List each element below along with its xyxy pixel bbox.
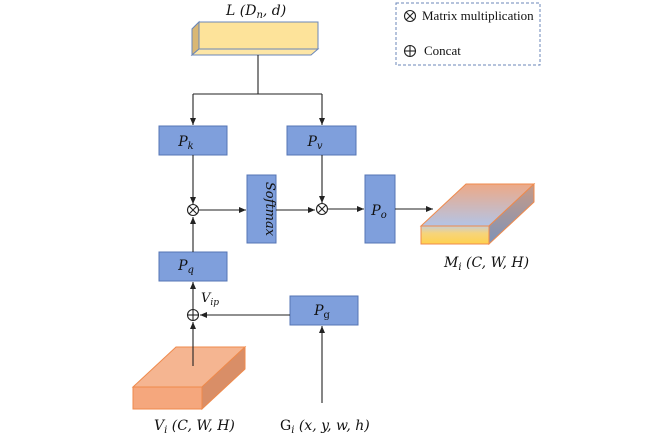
block-po: Po [364,174,396,244]
svg-text:Pk: Pk [177,134,193,152]
input-L-label: L (Dn, d) [225,3,286,21]
matrix-multiplication-icon [403,9,417,23]
svg-text:Pv: Pv [306,134,322,152]
legend-label-concat: Concat [424,43,461,58]
svg-text:Po: Po [370,203,386,221]
block-pk: Pk [158,125,228,156]
legend: Matrix multiplication Concat [395,2,541,66]
block-pv: Pv [286,125,357,156]
svg-text:Pq: Pq [177,258,194,276]
input-G-label: Gi (x, y, w, h) [280,418,370,436]
matmul-op-1 [186,203,200,217]
svg-text:Pg: Pg [313,303,330,321]
output-M-label: Mi (C, W, H) [443,255,529,273]
input-L-tensor [190,20,320,57]
matmul-op-2 [315,202,329,216]
block-pg: Pg [289,295,359,326]
legend-label-matrix-multiplication: Matrix multiplication [422,8,534,23]
svg-text:Softmax: Softmax [262,182,277,237]
legend-border [395,2,541,66]
vip-label: Vip [201,291,219,308]
concat-op [186,308,200,322]
output-M-tensor [419,182,536,246]
input-V-label: Vi (C, W, H) [154,418,235,436]
block-pq: Pq [158,251,228,282]
block-softmax: Softmax [246,174,277,244]
input-V-tensor [131,345,247,411]
concat-icon [403,44,417,58]
